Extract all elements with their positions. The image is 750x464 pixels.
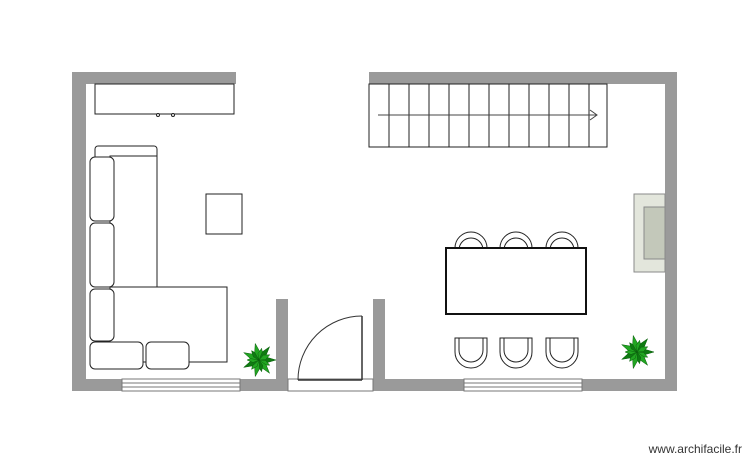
window-right [463, 378, 583, 392]
partition-right [373, 299, 385, 391]
staircase [368, 83, 608, 148]
tv-unit [94, 83, 235, 117]
watermark: www.archifacile.fr [648, 442, 742, 456]
dining-chair [545, 337, 579, 369]
window-left [121, 378, 241, 392]
plant [242, 342, 277, 378]
plant [620, 334, 655, 370]
wall-top-left [72, 72, 236, 84]
coffee-table [205, 193, 243, 235]
door [287, 315, 374, 392]
partition-left [276, 299, 288, 391]
wall-right [665, 72, 677, 391]
wall-left [72, 72, 86, 391]
plant-leaf [258, 354, 271, 361]
plant-leaf [636, 346, 649, 353]
l-shaped-sofa [89, 145, 228, 370]
dining-chair [499, 337, 533, 369]
wall-top-right [369, 72, 677, 84]
dining-table [445, 247, 587, 315]
stair-arrow-icon [589, 109, 598, 121]
dining-chair [454, 337, 488, 369]
fireplace [633, 193, 666, 273]
